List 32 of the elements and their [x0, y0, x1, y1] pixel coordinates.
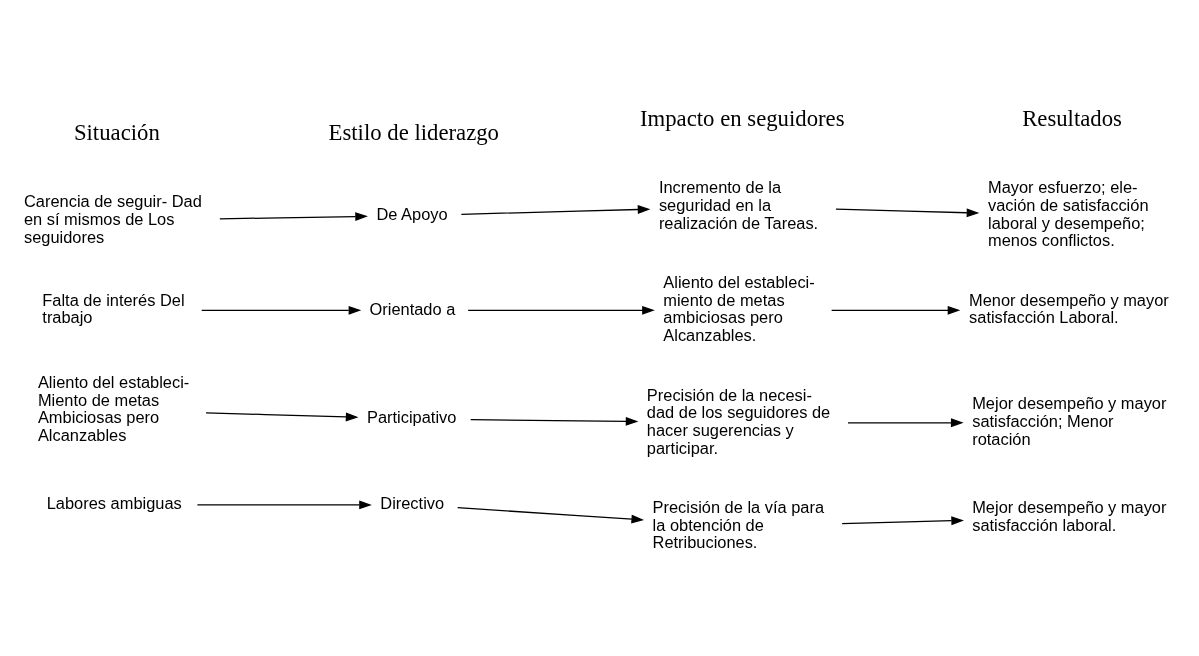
arrow — [470, 417, 639, 426]
node-text: Precisión de la necesi- dad de los seguidores de hacer sugerencias y participar. — [646, 385, 831, 457]
node-text: Mayor esfuerzo; ele- vación de satisfacción laboral y desempeño; menos conflictos. — [988, 178, 1149, 250]
arrow — [831, 305, 961, 315]
node-text: Menor desempeño y mayor satisfacción Laboral. — [969, 290, 1169, 327]
node-text: Directivo — [380, 494, 445, 513]
node-text: Mejor desempeño y mayor satisfacción; Menor rotación — [972, 394, 1167, 448]
node-text: Participativo — [367, 408, 457, 427]
node-text: Orientado a — [369, 299, 456, 318]
node-text: Mejor desempeño y mayor satisfacción laboral. — [972, 497, 1167, 534]
label: Impacto en seguidores — [640, 106, 845, 132]
node-text: Precisión de la vía para la obtención de Retribuciones. — [652, 497, 825, 552]
arrow — [196, 500, 372, 510]
arrow — [457, 507, 645, 524]
node-text: Aliento del estableci- Miento de metas Ambiciosas pero Alcanzables — [37, 372, 190, 444]
node-text: Incremento de la seguridad en la realización de Tareas. — [658, 178, 819, 232]
arrow — [841, 516, 964, 526]
arrow — [201, 305, 362, 315]
arrow — [460, 205, 651, 215]
label: Estilo de liderazgo — [328, 120, 499, 146]
node-text: Labores ambiguas — [46, 494, 182, 513]
arrow — [205, 412, 359, 422]
node-text: Falta de interés Del trabajo — [42, 290, 185, 327]
label: Situación — [73, 120, 160, 146]
arrow — [835, 208, 980, 218]
arrow — [467, 305, 655, 315]
node-text: Carencia de seguir- Dad en sí mismos de Los seguidores — [24, 192, 202, 246]
arrow — [847, 418, 964, 428]
label: Resultados — [1022, 106, 1122, 132]
node-text: De Apoyo — [376, 204, 448, 223]
node-text: Aliento del estableci- miento de metas ambiciosas pero Alcanzables. — [663, 273, 815, 345]
arrow — [219, 212, 368, 221]
